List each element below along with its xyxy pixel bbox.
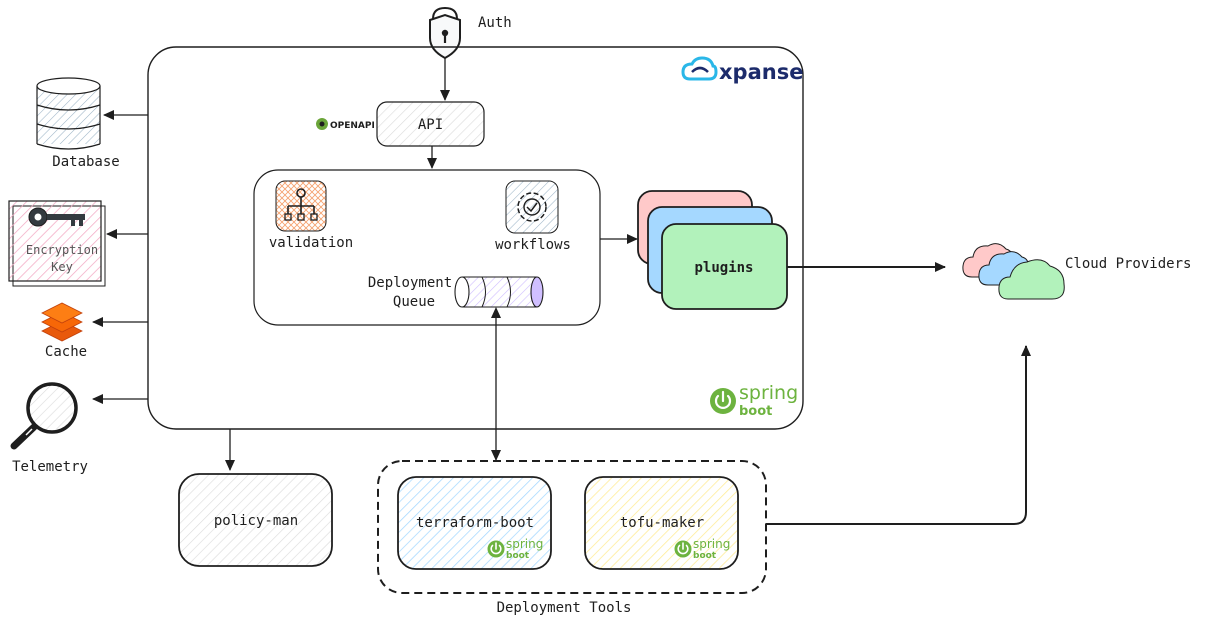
terraform-boot-label: terraform-boot	[416, 515, 534, 531]
tofu-maker-label: tofu-maker	[620, 515, 704, 531]
encryption-key-label-line1: Encryption	[26, 243, 98, 257]
tofu-maker-box: tofu-maker spring boot	[584, 476, 739, 570]
boot-logo-text: boot	[506, 551, 530, 561]
spring-logo-text: spring	[739, 382, 798, 404]
auth-label: Auth	[478, 15, 512, 31]
openapi-logo-text: OPENAPI	[330, 121, 375, 131]
cloud-icon	[962, 243, 1065, 300]
deployment-queue-label-line2: Queue	[393, 294, 435, 310]
api-label: API	[418, 117, 443, 133]
plugins-stack: plugins	[637, 190, 788, 310]
spring-power-icon	[674, 540, 692, 558]
telemetry-label: Telemetry	[12, 459, 88, 475]
workflows-label: workflows	[495, 237, 571, 253]
xpanse-logo-text: xpanse	[719, 60, 803, 84]
plugins-label: plugins	[694, 260, 753, 276]
encryption-key-label-line2: Key	[51, 260, 73, 274]
openapi-logo-icon	[316, 118, 328, 130]
database-label: Database	[52, 154, 119, 170]
policy-man-label: policy-man	[214, 513, 298, 529]
deployment-queue-cylinder	[454, 276, 544, 308]
magnifier-icon	[10, 382, 78, 450]
hierarchy-icon	[275, 180, 327, 232]
boot-logo-text: boot	[739, 404, 772, 419]
spring-power-icon	[710, 388, 736, 414]
gear-workflow-icon	[505, 180, 559, 234]
spring-logo-text: spring	[693, 537, 730, 551]
cloud-providers-label: Cloud Providers	[1065, 256, 1191, 272]
deployment-tools-to-cloud-arrow	[766, 345, 1031, 525]
spring-logo-text: spring	[506, 537, 543, 551]
api-box: API	[376, 101, 485, 147]
boot-logo-text: boot	[693, 551, 717, 561]
xpanse-container	[147, 46, 804, 430]
database-icon	[36, 77, 101, 150]
deployment-queue-label-line1: Deployment	[368, 275, 452, 291]
spring-power-icon	[487, 540, 505, 558]
deployment-tools-container	[377, 460, 767, 594]
validation-label: validation	[269, 235, 353, 251]
key-icon	[8, 200, 106, 287]
cache-label: Cache	[45, 344, 87, 360]
policy-man-box: policy-man	[178, 473, 333, 567]
cache-layers-icon	[41, 302, 83, 342]
auth-lock-icon	[429, 6, 461, 60]
terraform-boot-box: terraform-boot spring boot	[397, 476, 552, 570]
xpanse-cloud-logo	[681, 56, 718, 81]
deployment-tools-label: Deployment Tools	[497, 600, 632, 616]
